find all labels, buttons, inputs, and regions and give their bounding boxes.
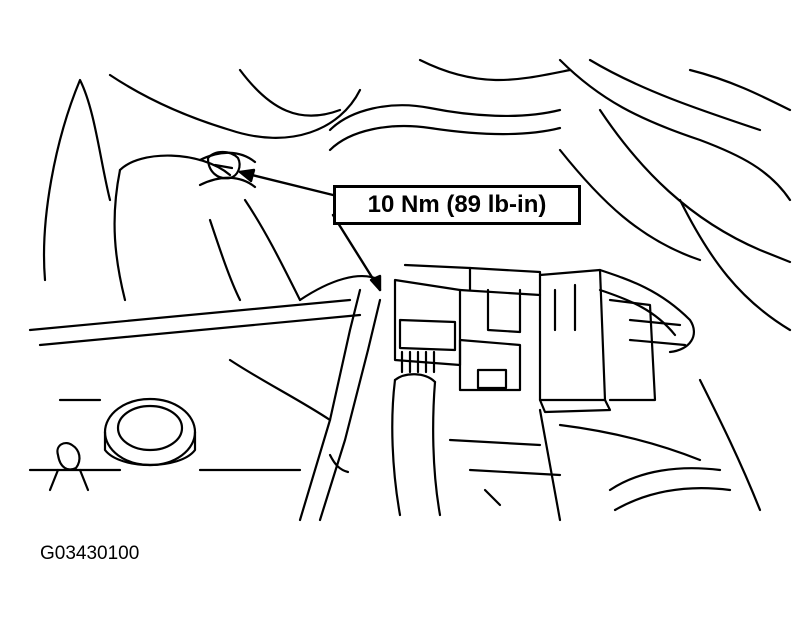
hose-routing <box>200 105 730 510</box>
callout-leaders <box>238 168 382 292</box>
front-pipe <box>300 290 440 520</box>
body-panel-contours <box>30 60 790 345</box>
torque-spec-callout: 10 Nm (89 lb-in) <box>333 185 581 225</box>
lower-bay-lines <box>30 360 760 510</box>
electrical-connector-icon <box>395 265 685 520</box>
reservoir-cap-icon <box>105 399 195 465</box>
fastener-nut-icon <box>208 152 240 178</box>
figure-identifier: G03430100 <box>40 543 140 564</box>
bolt-icon <box>50 443 88 490</box>
